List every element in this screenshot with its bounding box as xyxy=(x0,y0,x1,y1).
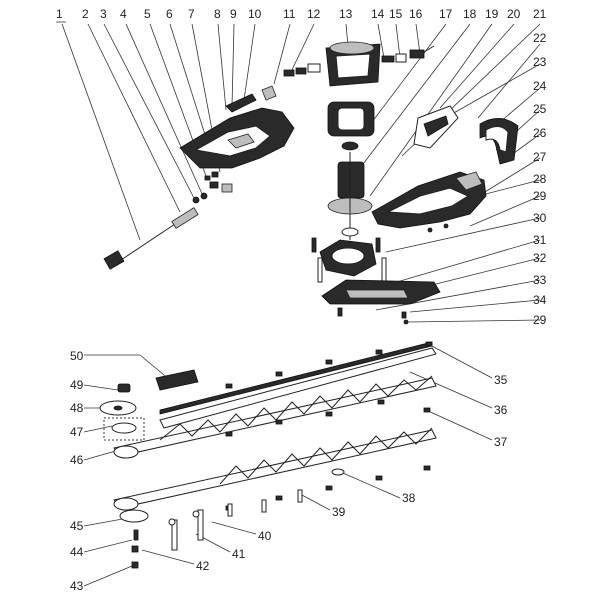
right-housing xyxy=(371,171,487,229)
label-30: 30 xyxy=(533,211,547,225)
label-15: 15 xyxy=(389,7,403,21)
label-16: 16 xyxy=(409,7,423,21)
label-22: 22 xyxy=(533,31,547,45)
label-17: 17 xyxy=(439,7,453,21)
label-32: 32 xyxy=(533,251,547,265)
small-fittings xyxy=(192,171,233,204)
label-50: 50 xyxy=(70,349,84,363)
washer-48 xyxy=(99,400,137,416)
label-8: 8 xyxy=(214,7,221,21)
label-48: 48 xyxy=(70,401,84,415)
label-18: 18 xyxy=(463,7,477,21)
label-21: 21 xyxy=(533,7,547,21)
switch-parts xyxy=(225,63,321,113)
label-41: 41 xyxy=(232,547,246,561)
label-24: 24 xyxy=(533,79,547,93)
label-3: 3 xyxy=(100,7,107,21)
label-19: 19 xyxy=(485,7,499,21)
label-6: 6 xyxy=(166,7,173,21)
label-44: 44 xyxy=(70,545,84,559)
label-36: 36 xyxy=(494,403,508,417)
label-10: 10 xyxy=(248,7,262,21)
label-27: 27 xyxy=(533,150,547,164)
label-49: 49 xyxy=(70,378,84,392)
power-cord xyxy=(103,207,199,270)
label-37: 37 xyxy=(494,435,508,449)
label-25: 25 xyxy=(533,102,547,116)
label-34: 34 xyxy=(533,293,547,307)
connectors xyxy=(381,45,435,63)
label-45: 45 xyxy=(70,519,84,533)
label-28: 28 xyxy=(533,172,547,186)
label-4: 4 xyxy=(120,7,127,21)
label-5: 5 xyxy=(144,7,151,21)
gear-47 xyxy=(103,417,145,441)
label-2: 2 xyxy=(82,7,89,21)
label-29-upper: 29 xyxy=(533,189,547,203)
left-housing xyxy=(179,107,295,169)
label-9: 9 xyxy=(230,7,237,21)
label-38: 38 xyxy=(402,491,416,505)
label-7: 7 xyxy=(188,7,195,21)
blade-nuts xyxy=(225,341,433,511)
label-43: 43 xyxy=(70,579,84,593)
nut-49 xyxy=(117,383,131,393)
label-33: 33 xyxy=(533,273,547,287)
motor-cover xyxy=(325,41,381,87)
label-20: 20 xyxy=(507,7,521,21)
bottom-plate xyxy=(321,279,441,305)
top-cover xyxy=(413,105,459,149)
label-23: 23 xyxy=(533,55,547,69)
label-12: 12 xyxy=(307,7,321,21)
spacer-bar xyxy=(155,369,199,391)
gearbox xyxy=(319,239,377,277)
part-number-labels: 1 2 3 4 5 6 7 8 9 10 11 12 13 14 15 16 1… xyxy=(56,7,547,593)
label-31: 31 xyxy=(533,233,547,247)
screws-lower xyxy=(337,307,409,325)
label-46: 46 xyxy=(70,453,84,467)
washer-45 xyxy=(119,509,149,523)
label-42: 42 xyxy=(196,559,210,573)
hand-guard xyxy=(479,118,519,165)
label-13: 13 xyxy=(339,7,353,21)
label-11: 11 xyxy=(283,7,296,21)
label-29-lower: 29 xyxy=(533,313,547,327)
label-35: 35 xyxy=(494,373,508,387)
label-47: 47 xyxy=(70,425,84,439)
label-26: 26 xyxy=(533,126,547,140)
label-1: 1 xyxy=(56,7,63,21)
blade-assembly xyxy=(113,341,437,511)
label-40: 40 xyxy=(258,529,272,543)
label-39: 39 xyxy=(332,505,346,519)
label-14: 14 xyxy=(371,7,385,21)
blade-bolts xyxy=(131,489,303,569)
rotor xyxy=(327,141,373,240)
stator xyxy=(327,101,375,137)
